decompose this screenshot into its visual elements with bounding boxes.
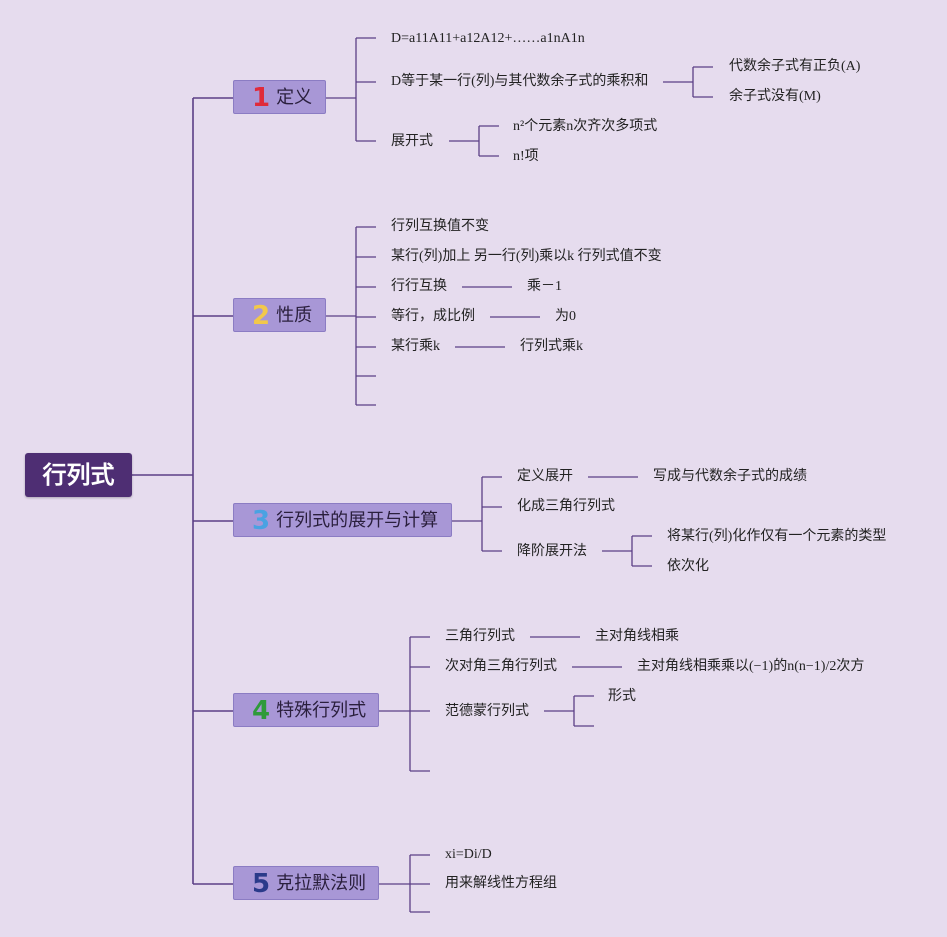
leaf-minor-no-sign[interactable]: 余子式没有(M) <box>729 89 821 104</box>
leaf-homogeneous-polynomial[interactable]: n²个元素n次齐次多项式 <box>513 119 658 134</box>
branch-label: 行列式的展开与计算 <box>276 510 439 531</box>
leaf-row-cofactor-sum[interactable]: D等于某一行(列)与其代数余子式的乘积和 <box>391 74 649 89</box>
leaf-cofactor-product[interactable]: 写成与代数余子式的成绩 <box>653 469 807 484</box>
leaf-successive-reduction[interactable]: 依次化 <box>667 559 709 574</box>
root-label: 行列式 <box>42 461 115 489</box>
root-node[interactable]: 行列式 <box>25 453 132 497</box>
leaf-row-swap[interactable]: 行行互换 <box>391 279 447 294</box>
branch-label: 克拉默法则 <box>276 873 367 894</box>
leaf-row-scale-result[interactable]: 行列式乘k <box>520 339 583 354</box>
leaf-transpose-invariant[interactable]: 行列互换值不变 <box>391 219 489 234</box>
branch-number: 4 <box>252 696 271 726</box>
branch-number: 5 <box>252 869 271 899</box>
leaf-definition-expansion[interactable]: 定义展开 <box>517 469 573 484</box>
leaf-cofactor-sign[interactable]: 代数余子式有正负(A) <box>729 59 861 74</box>
leaf-anti-diagonal-sign[interactable]: 主对角线相乘乘以(−1)的n(n−1)/2次方 <box>637 659 865 674</box>
branch-label: 定义 <box>276 87 313 108</box>
branch-number: 3 <box>252 506 271 536</box>
leaf-triangular-reduction[interactable]: 化成三角行列式 <box>517 499 615 514</box>
leaf-row-swap-result[interactable]: 乘－1 <box>527 279 562 294</box>
leaf-equal-rows[interactable]: 等行，成比例 <box>391 309 475 324</box>
leaf-triangular[interactable]: 三角行列式 <box>445 629 515 644</box>
leaf-cramer-formula[interactable]: xi=Di/D <box>445 847 492 862</box>
leaf-vandermonde-form[interactable]: 形式 <box>608 689 636 704</box>
leaf-row-scale[interactable]: 某行乘k <box>391 339 440 354</box>
leaf-expansion[interactable]: 展开式 <box>391 134 433 149</box>
leaf-row-addition-invariant[interactable]: 某行(列)加上 另一行(列)乘以k 行列式值不变 <box>391 249 662 264</box>
leaf-n-factorial-terms[interactable]: n!项 <box>513 149 539 164</box>
leaf-single-element-row[interactable]: 将某行(列)化作仅有一个元素的类型 <box>667 529 887 544</box>
leaf-order-reduction[interactable]: 降阶展开法 <box>517 544 587 559</box>
leaf-anti-triangular[interactable]: 次对角三角行列式 <box>445 659 557 674</box>
leaf-equal-rows-result[interactable]: 为0 <box>555 309 576 324</box>
branch-label: 性质 <box>276 305 313 326</box>
leaf-definition-formula[interactable]: D=a11A11+a12A12+……a1nA1n <box>391 31 585 46</box>
leaf-diagonal-product[interactable]: 主对角线相乘 <box>595 629 679 644</box>
leaf-vandermonde[interactable]: 范德蒙行列式 <box>445 704 529 719</box>
branch-number: 2 <box>252 301 271 331</box>
leaf-linear-system[interactable]: 用来解线性方程组 <box>445 876 557 891</box>
branch-label: 特殊行列式 <box>276 700 367 721</box>
branch-number: 1 <box>252 83 271 113</box>
